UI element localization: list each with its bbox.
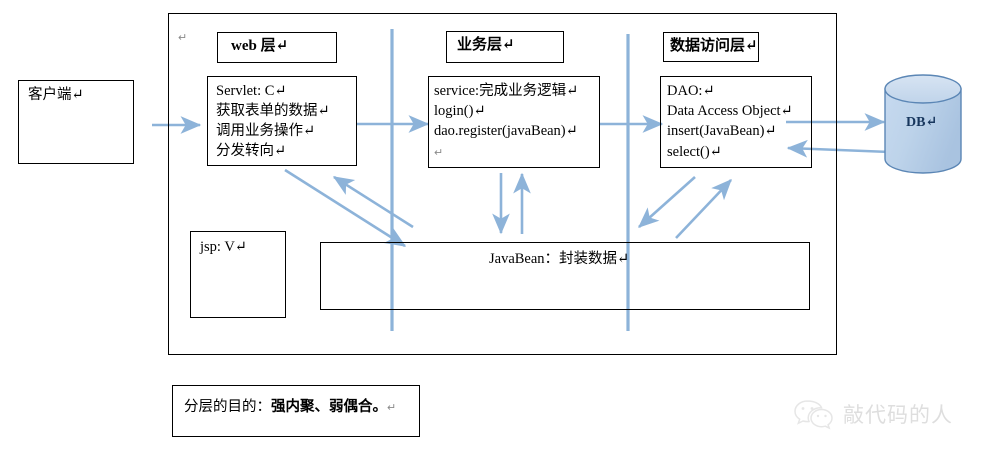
dao-layer-header-label: 数据访问层↵ [670, 38, 758, 54]
dao-layer-line-4: select()↵ [667, 144, 722, 160]
container-corner-mark: ↵ [178, 32, 188, 44]
web-layer-header-label: web 层↵ [231, 38, 289, 54]
watermark: 敲代码的人 [792, 398, 953, 430]
watermark-text: 敲代码的人 [843, 403, 953, 427]
dao-layer-header-box [663, 32, 759, 62]
service-layer-line-1: service:完成业务逻辑↵ [434, 83, 579, 99]
caption-box [172, 385, 420, 437]
service-layer-header-label: 业务层↵ [457, 37, 515, 53]
web-layer-line-3: 调用业务操作↵ [216, 123, 316, 139]
service-layer-body-box [428, 76, 600, 168]
service-layer-header-box [446, 31, 564, 63]
web-layer-line-2: 获取表单的数据↵ [216, 103, 330, 119]
service-layer-line-4: ↵ [434, 147, 444, 159]
client-box [18, 80, 134, 164]
dao-layer-body-box [660, 76, 812, 168]
wechat-icon [794, 400, 833, 430]
service-layer-line-3: dao.register(javaBean)↵ [434, 123, 578, 139]
caption-prefix: 分层的目的： [184, 399, 271, 415]
database-shape [884, 74, 962, 174]
dao-layer-line-3: insert(JavaBean)↵ [667, 123, 777, 139]
dao-layer-line-1: DAO:↵ [667, 83, 715, 99]
dao-layer-line-2: Data Access Object↵ [667, 103, 793, 119]
architecture-container [168, 13, 837, 355]
jsp-label: jsp: V↵ [200, 239, 247, 255]
caption-text: 分层的目的：强内聚、弱偶合。↵ [184, 400, 396, 415]
web-layer-header-box [217, 32, 337, 63]
client-label: 客户端↵ [28, 87, 84, 103]
database-label: DB↵ [906, 115, 938, 130]
caption-emphasis: 强内聚、弱偶合。 [271, 399, 387, 415]
web-layer-line-4: 分发转向↵ [216, 143, 287, 159]
service-layer-line-2: login()↵ [434, 103, 486, 119]
jsp-box [190, 231, 286, 318]
javabean-box [320, 242, 810, 310]
javabean-label: JavaBean：封装数据↵ [489, 251, 630, 267]
database-cylinder: DB↵ [884, 74, 962, 174]
web-layer-line-1: Servlet: C↵ [216, 83, 287, 99]
web-layer-body-box [207, 76, 357, 166]
caption-suffix: ↵ [387, 402, 397, 414]
